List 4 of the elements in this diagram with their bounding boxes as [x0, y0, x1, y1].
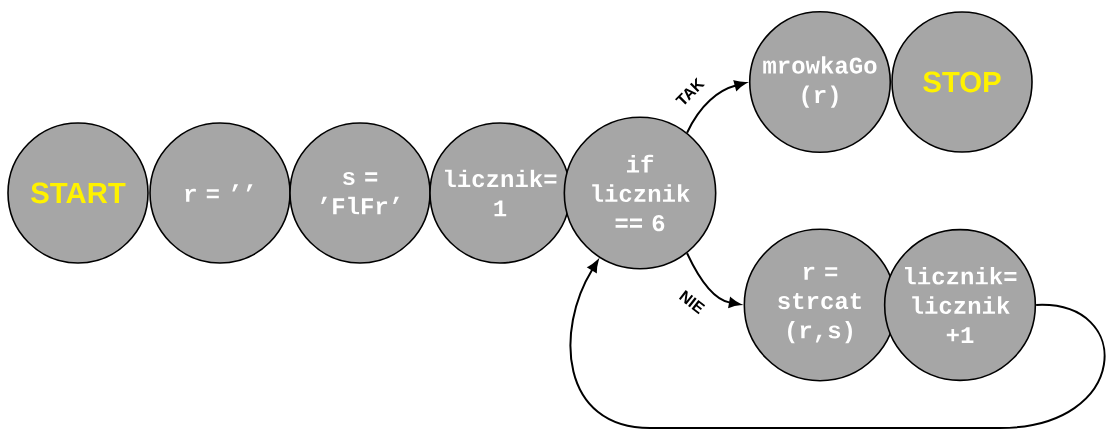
arrow [686, 252, 741, 308]
arrow [686, 80, 747, 134]
arrow [569, 260, 1106, 429]
edge-label: NIE [678, 290, 706, 315]
